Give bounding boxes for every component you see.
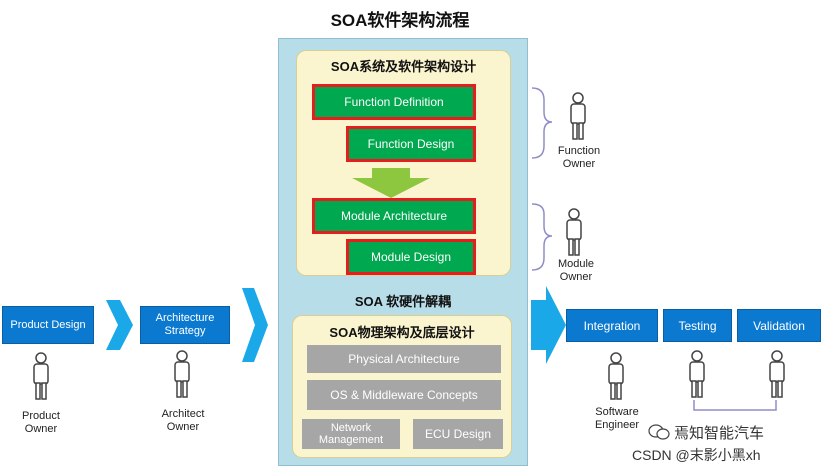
module-design-box: Module Design bbox=[346, 239, 476, 275]
function-definition-box: Function Definition bbox=[312, 84, 476, 120]
product-design-box: Product Design bbox=[2, 306, 94, 344]
function-brace-icon bbox=[531, 87, 553, 159]
validator-person-icon bbox=[769, 350, 785, 398]
testing-box: Testing bbox=[663, 309, 732, 342]
soa-physical-title: SOA物理架构及底层设计 bbox=[329, 325, 475, 340]
ecu-design-box: ECU Design bbox=[413, 419, 503, 449]
watermark-credit: CSDN @末影小黑xh bbox=[632, 447, 761, 463]
architect-owner-person-icon bbox=[174, 350, 190, 398]
watermark-account: 焉知智能汽车 bbox=[674, 425, 765, 442]
validation-box: Validation bbox=[737, 309, 821, 342]
tester-person-icon bbox=[689, 350, 705, 398]
module-brace-icon bbox=[531, 203, 553, 271]
testing-validation-bracket-icon bbox=[693, 400, 777, 411]
wechat-icon bbox=[648, 424, 670, 440]
flow-arrow-icon bbox=[242, 288, 268, 362]
architect-owner-label: Architect Owner bbox=[161, 408, 205, 433]
function-owner-person-icon bbox=[570, 92, 586, 140]
software-engineer-person-icon bbox=[608, 352, 624, 400]
os-middleware-box: OS & Middleware Concepts bbox=[307, 380, 501, 410]
function-owner-label: Function Owner bbox=[557, 145, 601, 170]
module-architecture-box: Module Architecture bbox=[312, 198, 476, 234]
module-owner-person-icon bbox=[566, 208, 582, 256]
software-engineer-label: Software Engineer bbox=[594, 406, 640, 431]
soa-decoupling-label: SOA 软硬件解耦 bbox=[354, 294, 452, 309]
physical-architecture-box: Physical Architecture bbox=[307, 345, 501, 373]
architecture-strategy-box: Architecture Strategy bbox=[140, 306, 230, 344]
flow-arrow-icon bbox=[106, 300, 133, 350]
diagram-title: SOA软件架构流程 bbox=[330, 11, 470, 30]
network-management-box: Network Management bbox=[302, 419, 400, 449]
flow-arrow-icon bbox=[531, 286, 566, 364]
function-design-box: Function Design bbox=[346, 126, 476, 162]
product-owner-label: Product Owner bbox=[22, 410, 60, 435]
module-owner-label: Module Owner bbox=[557, 258, 595, 283]
soa-system-software-title: SOA系统及软件架构设计 bbox=[330, 59, 477, 74]
integration-box: Integration bbox=[566, 309, 658, 342]
product-owner-person-icon bbox=[33, 352, 49, 400]
